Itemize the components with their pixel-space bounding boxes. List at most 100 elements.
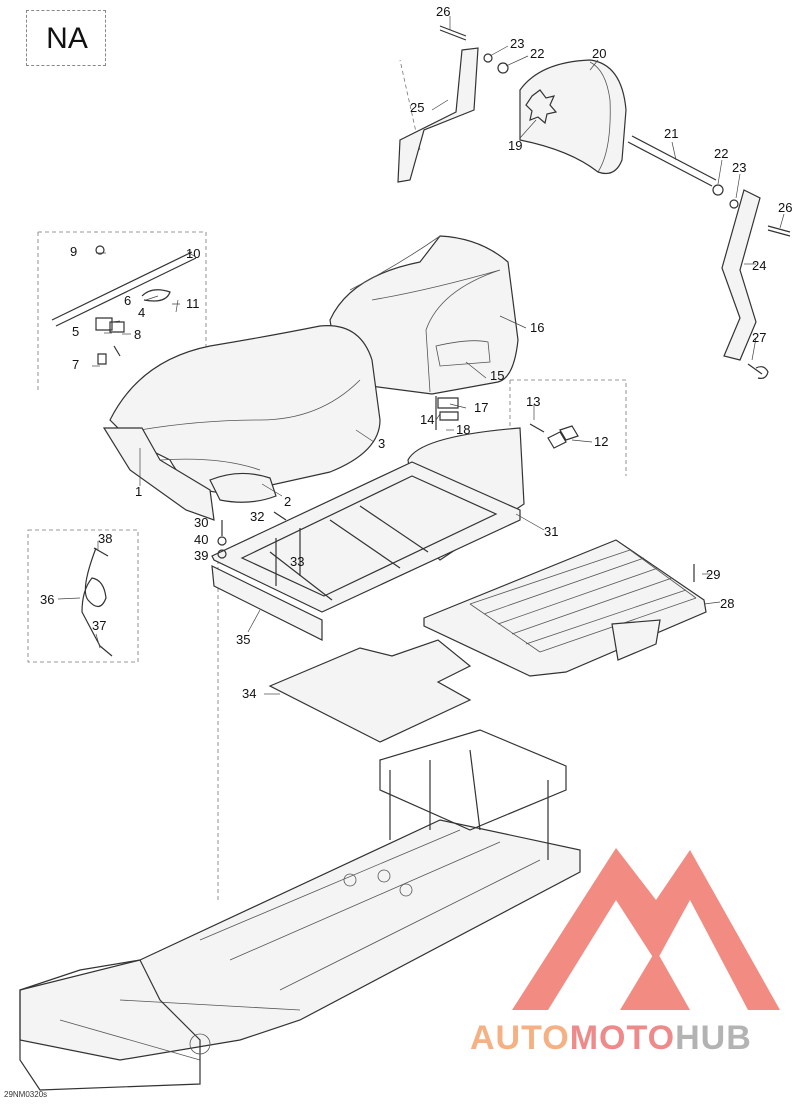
carrier-tray-28 — [423, 539, 707, 677]
callout-38: 38 — [98, 531, 112, 546]
callout-35: 35 — [236, 632, 250, 647]
callout-37: 37 — [92, 618, 106, 633]
washer-40 — [217, 536, 227, 546]
callout-5: 5 — [72, 324, 79, 339]
callout-27: 27 — [752, 330, 766, 345]
knob-19 — [525, 89, 558, 125]
washer-22-top — [497, 62, 509, 74]
chassis-front — [19, 959, 201, 1091]
callout-40: 40 — [194, 532, 208, 547]
bag-16-top — [349, 235, 501, 393]
clip-7 — [97, 345, 121, 365]
backrest-pad-rim — [589, 61, 611, 173]
bracket-25 — [397, 47, 479, 183]
callout-25: 25 — [410, 100, 424, 115]
callout-17: 17 — [474, 400, 488, 415]
bracket-24 — [721, 189, 761, 361]
washer-39 — [217, 549, 227, 559]
group-box-strap — [37, 231, 207, 390]
rack-frame-inner — [240, 475, 498, 601]
chassis-hole-4 — [189, 1033, 211, 1055]
callout-2: 2 — [284, 494, 291, 509]
callout-26-top: 26 — [436, 4, 450, 19]
hook-12 — [547, 425, 579, 449]
callout-31: 31 — [544, 524, 558, 539]
screw-13 — [529, 423, 545, 433]
nut-9 — [95, 245, 105, 255]
callout-22-top: 22 — [530, 46, 544, 61]
watermark-logo — [512, 848, 780, 1010]
seat-latch-2 — [209, 472, 277, 503]
callout-36: 36 — [40, 592, 54, 607]
callout-23-right: 23 — [732, 160, 746, 175]
callout-26-right: 26 — [778, 200, 792, 215]
callout-13: 13 — [526, 394, 540, 409]
callout-18: 18 — [456, 422, 470, 437]
chassis-hole-3 — [399, 883, 413, 897]
carrier-tray-bracket — [611, 619, 661, 661]
callout-22-right: 22 — [714, 146, 728, 161]
washer-23-top — [483, 53, 493, 63]
rack-support-35 — [211, 564, 323, 641]
washer-22-right — [712, 184, 724, 196]
rack-rail-33 — [275, 528, 301, 586]
chassis-hole-2 — [377, 869, 391, 883]
cord-6 — [141, 289, 171, 302]
callout-12: 12 — [594, 434, 608, 449]
chassis-rack-frame — [379, 729, 567, 860]
region-box: NA — [26, 10, 106, 66]
callout-11: 11 — [186, 296, 200, 311]
fastener-32 — [273, 511, 287, 521]
group-box-cable — [27, 529, 139, 663]
callout-23-top: 23 — [510, 36, 524, 51]
callout-9: 9 — [70, 244, 77, 259]
callout-21: 21 — [664, 126, 678, 141]
callout-20: 20 — [592, 46, 606, 61]
foam-pad-34 — [268, 639, 472, 743]
callout-8: 8 — [134, 327, 141, 342]
callout-32: 32 — [250, 509, 264, 524]
callout-16: 16 — [530, 320, 544, 335]
chassis-hole-1 — [343, 873, 357, 887]
bag-15-pocket — [435, 340, 491, 367]
drawing-code: 29NM0320s — [4, 1090, 48, 1099]
chassis-tunnel-detail — [59, 829, 541, 1061]
watermark-text: AUTOMOTOHUB — [470, 1019, 752, 1058]
washer-23-right — [729, 199, 739, 209]
callout-39: 39 — [194, 548, 208, 563]
callout-7: 7 — [72, 357, 79, 372]
backrest-pad — [519, 59, 627, 175]
watermark-part-moto: MOTO — [569, 1019, 676, 1057]
bolt-26-top — [439, 25, 467, 41]
callout-29: 29 — [706, 567, 720, 582]
callout-30: 30 — [194, 515, 208, 530]
seat-base-1 — [102, 427, 215, 521]
clamp-37 — [99, 645, 113, 657]
knob-27 — [747, 363, 769, 379]
leader-lines — [57, 16, 785, 695]
callout-19: 19 — [508, 138, 522, 153]
bolt-26-right — [767, 225, 791, 237]
callout-34: 34 — [242, 686, 256, 701]
region-label: NA — [46, 22, 88, 55]
clamp-38 — [93, 547, 109, 557]
callout-15: 15 — [490, 368, 504, 383]
watermark-part-auto: AUTO — [470, 1019, 570, 1057]
rack-frame-31 — [211, 461, 521, 613]
callout-28: 28 — [720, 596, 734, 611]
rod-21 — [627, 135, 717, 187]
buckle-4-5 — [95, 317, 125, 333]
bracket-17 — [437, 397, 459, 421]
callout-10: 10 — [186, 246, 200, 261]
callout-1: 1 — [135, 484, 142, 499]
callout-3: 3 — [378, 436, 385, 451]
callout-33: 33 — [290, 554, 304, 569]
callout-24: 24 — [752, 258, 766, 273]
callout-4: 4 — [138, 305, 145, 320]
strap-10 — [51, 251, 197, 327]
watermark-part-hub: HUB — [675, 1019, 752, 1057]
callout-14: 14 — [420, 412, 434, 427]
seat-3-contour — [139, 379, 361, 471]
callout-6: 6 — [124, 293, 131, 308]
